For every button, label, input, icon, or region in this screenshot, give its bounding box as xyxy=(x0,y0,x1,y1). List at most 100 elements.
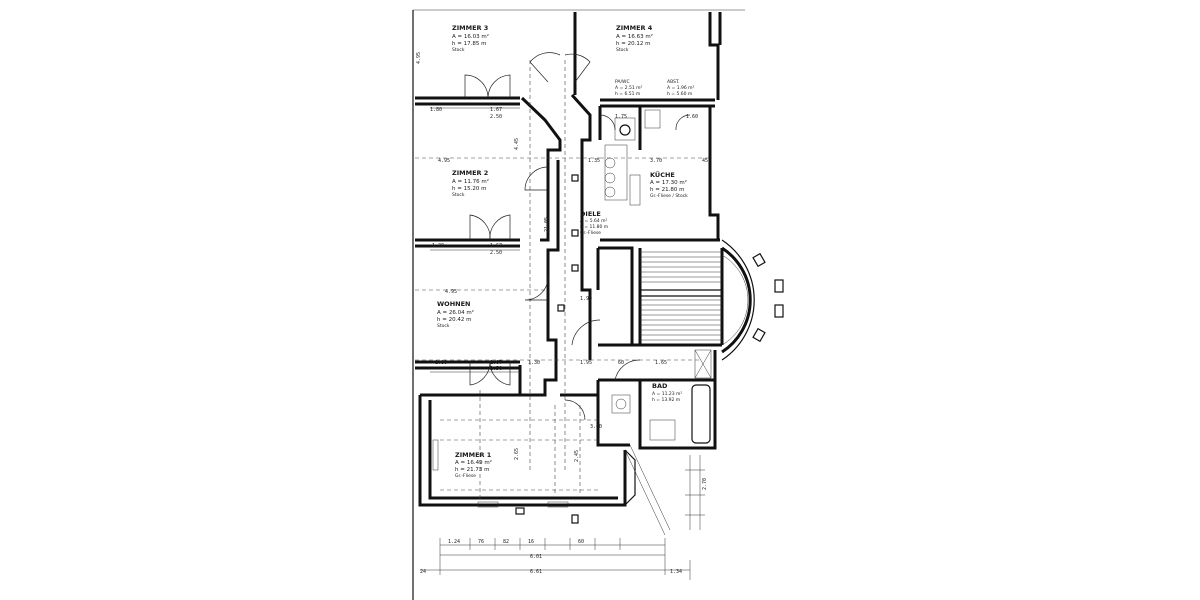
washbasin xyxy=(611,394,631,414)
room-height: h = 21.73 m xyxy=(455,467,489,473)
room-height: h = 20.42 m xyxy=(437,317,471,323)
dim-label: 1.90 xyxy=(580,296,592,302)
room-height: h = 11.80 m xyxy=(580,224,608,230)
dim-label: 2.65 xyxy=(514,448,520,460)
dim-label: 2.50 xyxy=(490,366,502,372)
dim-label: 1.30 xyxy=(432,243,444,249)
dim-label: 6.01 xyxy=(530,554,542,560)
room-zimmer4: ZIMMER 4 A = 16.63 m² h = 20.12 m Stock xyxy=(616,24,653,53)
stove-burner-icon xyxy=(604,186,616,198)
dim-label: 24 xyxy=(420,569,426,575)
room-floor: Gr.-Fliese xyxy=(580,230,601,236)
room-name: PA/WC xyxy=(615,79,630,85)
dim-label: 4.95 xyxy=(416,52,422,64)
dim-label: 1.24 xyxy=(448,539,460,545)
room-height: h = 6.51 m xyxy=(615,91,640,97)
dim-label: 1.80 xyxy=(430,107,442,113)
room-diele: DIELE A = 5.64 m² h = 11.80 m Gr.-Fliese xyxy=(580,210,608,236)
stove-burner-icon xyxy=(604,172,616,184)
room-name: KÜCHE xyxy=(650,170,675,179)
room-floor: Stock xyxy=(452,192,465,198)
room-height: h = 13.92 m xyxy=(652,397,680,403)
room-floor: Gr.-Fliese / Stock xyxy=(650,193,688,199)
room-name: ZIMMER 1 xyxy=(455,451,492,459)
dim-label: 45 xyxy=(702,158,708,164)
dim-label: 6.61 xyxy=(530,569,542,575)
dim-label: 2.50 xyxy=(490,114,502,120)
room-name: ZIMMER 3 xyxy=(452,24,488,32)
dim-label: 82 xyxy=(503,539,509,545)
room-area: A = 16.49 m² xyxy=(455,459,492,466)
room-area: A = 2.51 m² xyxy=(615,85,643,91)
room-area: A = 11.76 m² xyxy=(452,178,489,185)
room-name: DIELE xyxy=(580,210,601,218)
dim-label: 1.95 xyxy=(580,360,592,366)
dim-label: 4.95 xyxy=(438,158,450,164)
bathtub xyxy=(691,384,711,444)
room-zimmer2: ZIMMER 2 A = 11.76 m² h = 15.20 m Stock xyxy=(452,169,489,198)
dim-label: 4.45 xyxy=(514,138,520,150)
room-name: ZIMMER 2 xyxy=(452,169,488,177)
doors xyxy=(464,52,691,421)
room-area: A = 26.04 m² xyxy=(437,309,474,316)
room-name: WOHNEN xyxy=(437,300,470,308)
room-area: A = 16.03 m² xyxy=(452,33,489,40)
dim-label: 4.95 xyxy=(445,289,457,295)
room-area: A = 16.63 m² xyxy=(616,33,653,40)
dim-label: 16 xyxy=(528,539,534,545)
staircase xyxy=(640,251,722,341)
room-zimmer1: ZIMMER 1 A = 16.49 m² h = 21.73 m Gr.-Fl… xyxy=(455,451,492,479)
bath-cabinet xyxy=(649,419,676,441)
room-area: A = 5.64 m² xyxy=(580,218,608,224)
dim-label: 3.70 xyxy=(650,158,662,164)
room-area: A = 17.30 m² xyxy=(650,179,687,186)
room-abst: ABST. A = 1.96 m² h = 5.60 m xyxy=(667,79,695,97)
room-pawc: PA/WC A = 2.51 m² h = 6.51 m xyxy=(615,79,643,97)
room-height: h = 5.60 m xyxy=(667,91,692,97)
dim-label: 2.50 xyxy=(490,250,502,256)
room-bad: BAD A = 11.23 m² h = 13.92 m xyxy=(652,382,682,403)
dim-label: 1.30 xyxy=(528,360,540,366)
dim-label: 21.05 xyxy=(544,217,550,232)
dim-label: 1.34 xyxy=(670,569,682,575)
kitchen-counter xyxy=(604,144,628,201)
dim-label: 60 xyxy=(578,539,584,545)
room-floor: Stock xyxy=(437,323,450,329)
room-height: h = 15.20 m xyxy=(452,186,486,192)
room-area: A = 1.96 m² xyxy=(667,85,695,91)
dim-label: 76 xyxy=(478,539,484,545)
room-floor: Stock xyxy=(616,47,629,53)
walls xyxy=(415,12,724,507)
room-area: A = 11.23 m² xyxy=(652,391,682,397)
dim-label: 60 xyxy=(618,360,624,366)
dim-label: 1.80 xyxy=(435,360,447,366)
dimension-lines xyxy=(415,60,712,580)
room-kueche: KÜCHE A = 17.30 m² h = 21.80 m Gr.-Flies… xyxy=(650,170,688,199)
stove-burner-icon xyxy=(604,157,616,169)
room-zimmer3: ZIMMER 3 A = 16.03 m² h = 17.85 m Stock xyxy=(452,24,489,53)
room-name: ZIMMER 4 xyxy=(616,24,653,32)
dim-label: 1.35 xyxy=(588,158,600,164)
dim-label: 1.75 xyxy=(615,114,627,120)
room-name: ABST. xyxy=(667,79,680,85)
dim-label: 2.45 xyxy=(574,450,580,462)
room-wohnen: WOHNEN A = 26.04 m² h = 20.42 m Stock xyxy=(437,300,474,329)
dim-label: 1.65 xyxy=(655,360,667,366)
room-name: BAD xyxy=(652,382,668,390)
fixtures xyxy=(432,109,712,524)
dim-label: 2.70 xyxy=(702,478,708,490)
room-height: h = 17.85 m xyxy=(452,41,486,47)
room-height: h = 20.12 m xyxy=(616,41,650,47)
dim-label: 1.60 xyxy=(686,114,698,120)
dim-label: 1.67 xyxy=(490,243,502,249)
toilet-icon xyxy=(619,124,631,136)
room-height: h = 21.80 m xyxy=(650,187,684,193)
room-floor: Gr.-Fliese xyxy=(455,473,476,479)
dimension-labels: 4.95 1.80 1.67 2.50 4.45 4.95 1.75 1.35 … xyxy=(416,52,708,575)
dim-label: 1.67 xyxy=(490,360,502,366)
dim-label: 1.67 xyxy=(490,107,502,113)
dim-label: 3.00 xyxy=(590,424,602,430)
room-floor: Stock xyxy=(452,47,465,53)
stair-tower xyxy=(721,239,784,361)
